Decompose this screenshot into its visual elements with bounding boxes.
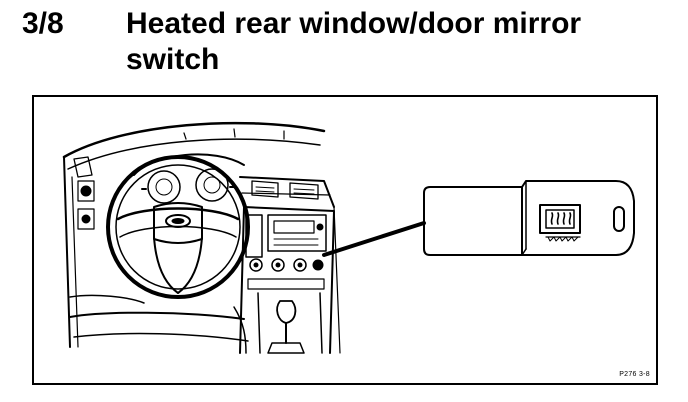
section-title: Heated rear window/door mirror switch	[126, 7, 582, 76]
switch-closeup-illustration	[423, 180, 635, 256]
figure-frame: P276 3-8	[32, 95, 658, 385]
section-number: 3/8	[22, 7, 64, 40]
section-heading: 3/8 Heated rear window/door mirror switc…	[0, 0, 688, 90]
figure-illustration	[62, 121, 635, 354]
dashboard-illustration	[62, 121, 341, 354]
heated-rear-window-icon	[539, 204, 581, 242]
leader-line	[322, 221, 426, 257]
figure-code: P276 3-8	[619, 371, 650, 378]
